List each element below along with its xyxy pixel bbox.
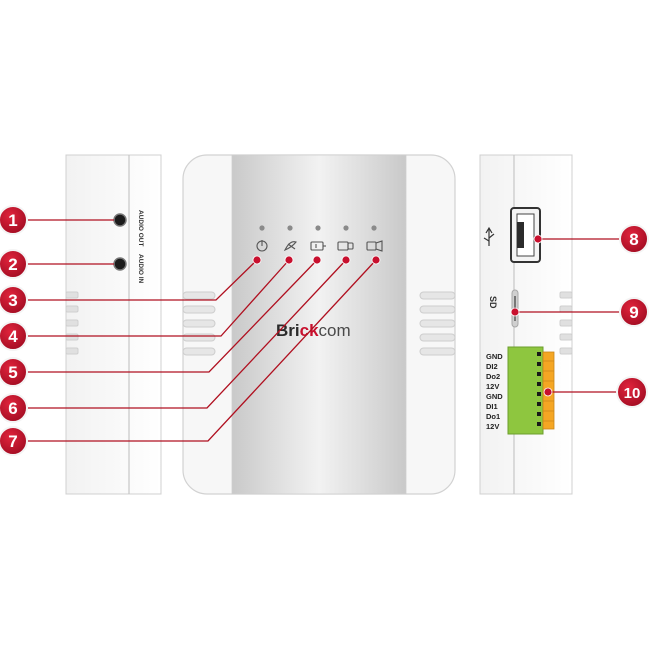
led-2 xyxy=(287,225,293,231)
front-left-vents xyxy=(182,291,216,356)
terminal-label: GND xyxy=(486,392,503,401)
terminal-label: DI1 xyxy=(486,402,498,411)
right-vent-slots xyxy=(559,291,573,355)
left-vent-slots xyxy=(65,291,79,355)
front-face xyxy=(231,154,407,495)
leader-dot-10 xyxy=(543,387,553,397)
callout-number: 3 xyxy=(8,291,17,310)
callout-number: 5 xyxy=(8,363,17,382)
callout-4: 4 xyxy=(0,321,28,351)
box-camera-icon xyxy=(337,241,354,251)
terminal-label: DI2 xyxy=(486,362,498,371)
callout-2: 2 xyxy=(0,249,28,279)
leader-line-6 xyxy=(27,259,347,409)
leader-dots xyxy=(252,234,553,397)
usb-port xyxy=(510,207,541,263)
callout-number: 9 xyxy=(629,303,638,322)
bullet-camera-icon xyxy=(310,241,326,251)
callout-number: 8 xyxy=(629,230,638,249)
callout-number: 7 xyxy=(8,432,17,451)
link-icon xyxy=(283,241,297,252)
leader-dot-4 xyxy=(284,255,294,265)
terminal-label: GND xyxy=(486,352,503,361)
leader-line-4 xyxy=(27,259,290,337)
terminal-labels: GND DI2 Do2 12V GND DI1 Do1 12V xyxy=(486,352,503,431)
left-side-panel: AUDIO OUT AUDIO IN xyxy=(65,154,162,495)
callout-8: 8 xyxy=(619,224,649,254)
callout-10: 10 xyxy=(616,376,648,408)
led-1 xyxy=(259,225,265,231)
leader-dot-8 xyxy=(533,234,543,244)
ptz-camera-icon xyxy=(366,240,383,252)
callout-number: 2 xyxy=(8,255,17,274)
terminal-label: 12V xyxy=(486,382,499,391)
callout-3: 3 xyxy=(0,285,28,315)
audio-out-jack xyxy=(113,213,127,227)
led-3 xyxy=(315,225,321,231)
right-side-panel: SD xyxy=(479,154,573,495)
leader-line-5 xyxy=(27,259,318,373)
leader-lines xyxy=(27,219,622,442)
terminal-label: Do2 xyxy=(486,372,500,381)
leader-dot-5 xyxy=(312,255,322,265)
callout-number: 10 xyxy=(624,385,641,402)
callout-number: 1 xyxy=(8,211,17,230)
callout-9: 9 xyxy=(619,297,649,327)
leader-line-7 xyxy=(27,259,377,442)
callout-7: 7 xyxy=(0,426,28,456)
terminal-label: Do1 xyxy=(486,412,500,421)
led-4 xyxy=(343,225,349,231)
led-5 xyxy=(371,225,377,231)
audio-out-label: AUDIO OUT xyxy=(137,210,144,247)
usb-icon xyxy=(483,226,495,246)
callout-1: 1 xyxy=(0,205,28,235)
leader-line-3 xyxy=(27,259,258,301)
leader-dot-7 xyxy=(371,255,381,265)
front-right-vents xyxy=(419,291,456,356)
sd-slot-label: SD xyxy=(488,296,498,309)
leader-dot-9 xyxy=(510,307,520,317)
brand-logo: Brickcom xyxy=(276,321,351,340)
leader-dot-6 xyxy=(341,255,351,265)
leader-dot-3 xyxy=(252,255,262,265)
callout-number: 4 xyxy=(8,327,18,346)
power-icon xyxy=(256,240,268,252)
callout-6: 6 xyxy=(0,393,28,423)
audio-in-label: AUDIO IN xyxy=(137,254,144,284)
audio-in-jack xyxy=(113,257,127,271)
callout-5: 5 xyxy=(0,357,28,387)
front-panel: Brickcom xyxy=(182,154,456,495)
led-row xyxy=(259,225,377,231)
terminal-label: 12V xyxy=(486,422,499,431)
callout-number: 6 xyxy=(8,399,17,418)
